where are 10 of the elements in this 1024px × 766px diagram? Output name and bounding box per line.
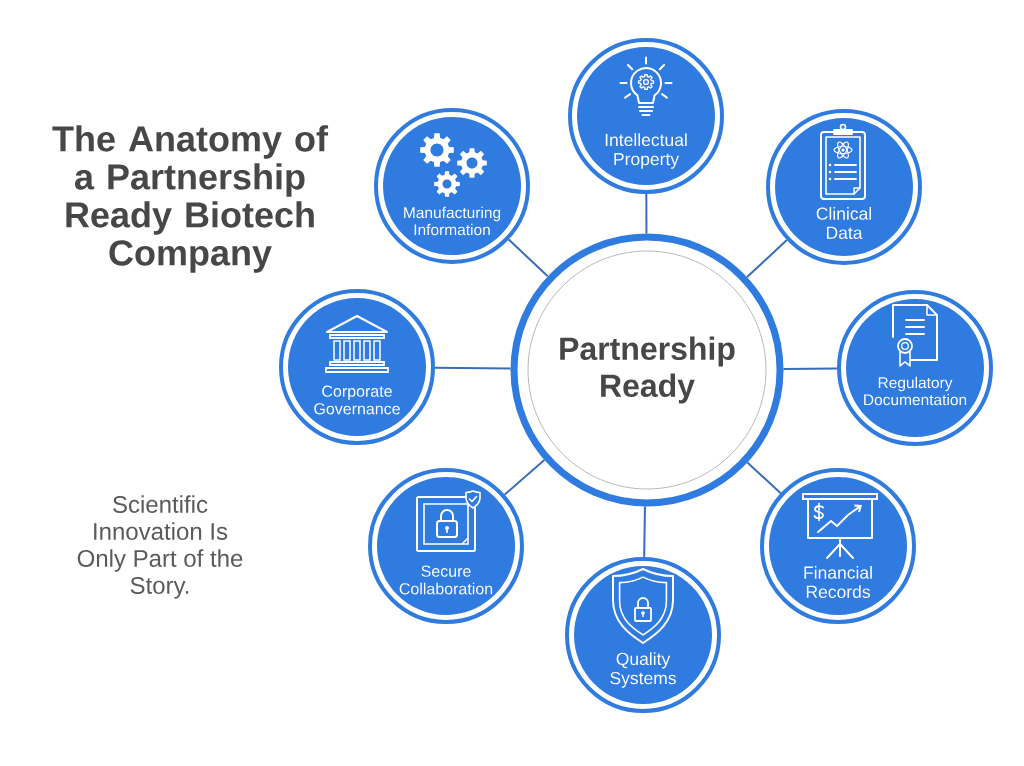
connector-line <box>643 505 646 558</box>
connector-line <box>746 239 788 279</box>
connector-line <box>782 367 838 370</box>
title: The Anatomy of a Partnership Ready Biotech Company <box>52 125 329 273</box>
connector-line <box>434 366 512 370</box>
connector-line <box>645 193 648 235</box>
connector-line <box>746 461 782 495</box>
connector-line <box>503 458 546 496</box>
tagline: Scientific Innovation Is Only Part of the Story. <box>77 495 243 599</box>
connector-line <box>507 238 549 278</box>
